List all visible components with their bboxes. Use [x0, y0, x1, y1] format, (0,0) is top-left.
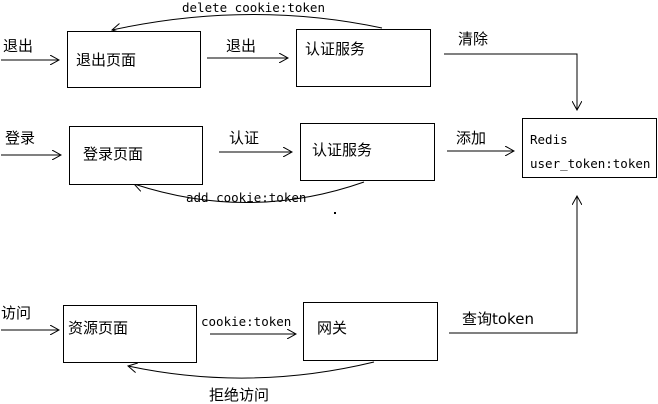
gateway-box: 网关 [303, 302, 438, 361]
edge-label-login-to-auth: 认证 [229, 129, 260, 147]
arrow-query-redis [449, 196, 577, 334]
edge-label-add: 添加 [456, 129, 487, 147]
logout-page-label: 退出页面 [76, 51, 137, 69]
auth-service-login-box: 认证服务 [300, 123, 435, 181]
edge-label-delete-cookie: delete cookie:token [182, 0, 325, 15]
stray-dot [334, 212, 336, 214]
auth-service-logout-label: 认证服务 [305, 40, 366, 58]
redis-box: Redis user_token:token [522, 118, 657, 178]
redis-title: Redis [530, 132, 568, 147]
auth-service-login-label: 认证服务 [312, 141, 373, 159]
resource-page-box: 资源页面 [63, 305, 197, 363]
resource-page-label: 资源页面 [68, 319, 129, 337]
logout-page-box: 退出页面 [67, 31, 201, 88]
edge-label-login-entry: 登录 [5, 129, 36, 147]
edge-label-add-cookie: add cookie:token [186, 190, 307, 205]
arrow-deny-access [128, 361, 375, 379]
redis-key: user_token:token [530, 156, 651, 171]
edge-label-visit-entry: 访问 [1, 304, 32, 322]
login-page-label: 登录页面 [83, 145, 144, 163]
arrow-delete-cookie [112, 13, 383, 30]
edge-label-query-token: 查询token [462, 310, 534, 328]
edge-label-cookie-token: cookie:token [201, 314, 292, 329]
gateway-label: 网关 [317, 319, 348, 337]
arrow-clear-redis [444, 53, 577, 110]
login-page-box: 登录页面 [69, 126, 203, 185]
edge-label-deny-access: 拒绝访问 [209, 386, 270, 404]
auth-service-logout-box: 认证服务 [296, 29, 431, 87]
edge-label-logout-entry: 退出 [3, 37, 34, 55]
edge-label-logout-to-auth: 退出 [226, 37, 257, 55]
edge-label-clear: 清除 [458, 30, 489, 48]
arrow-add-cookie [134, 181, 365, 203]
